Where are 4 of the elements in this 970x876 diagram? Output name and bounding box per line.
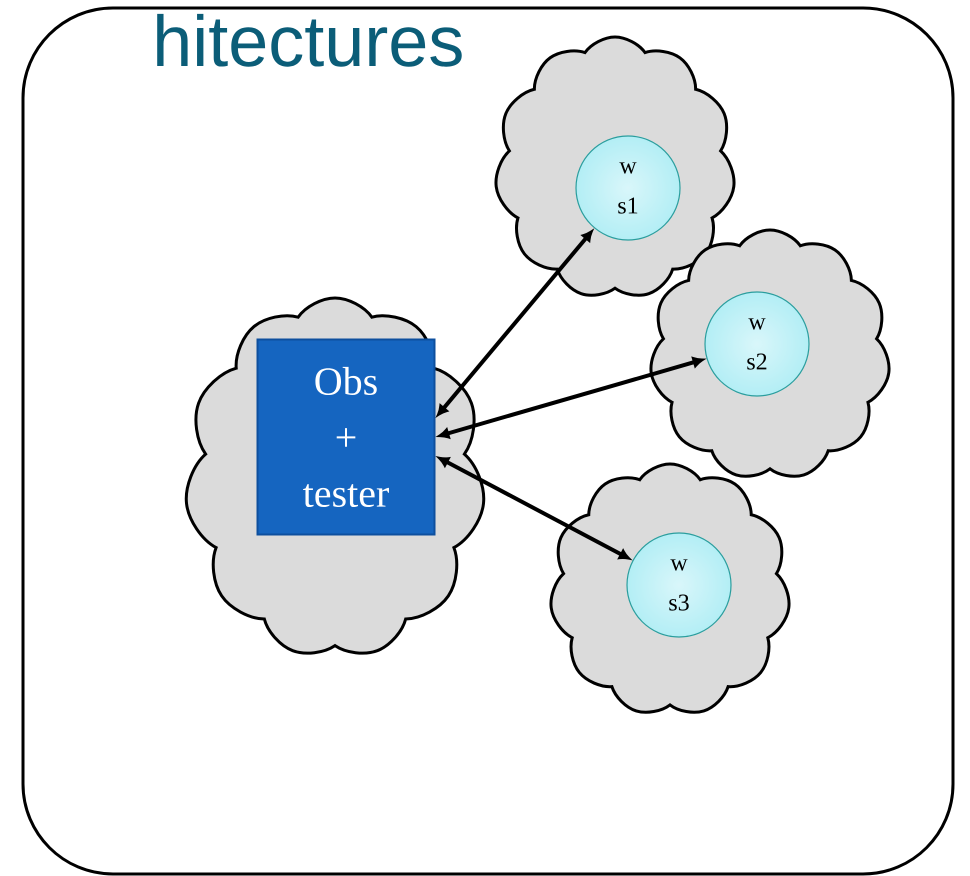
arrow (438, 456, 630, 560)
obs-box: Obs + tester (256, 338, 436, 536)
title: hitectures (150, 12, 466, 69)
frame-box (22, 6, 954, 876)
